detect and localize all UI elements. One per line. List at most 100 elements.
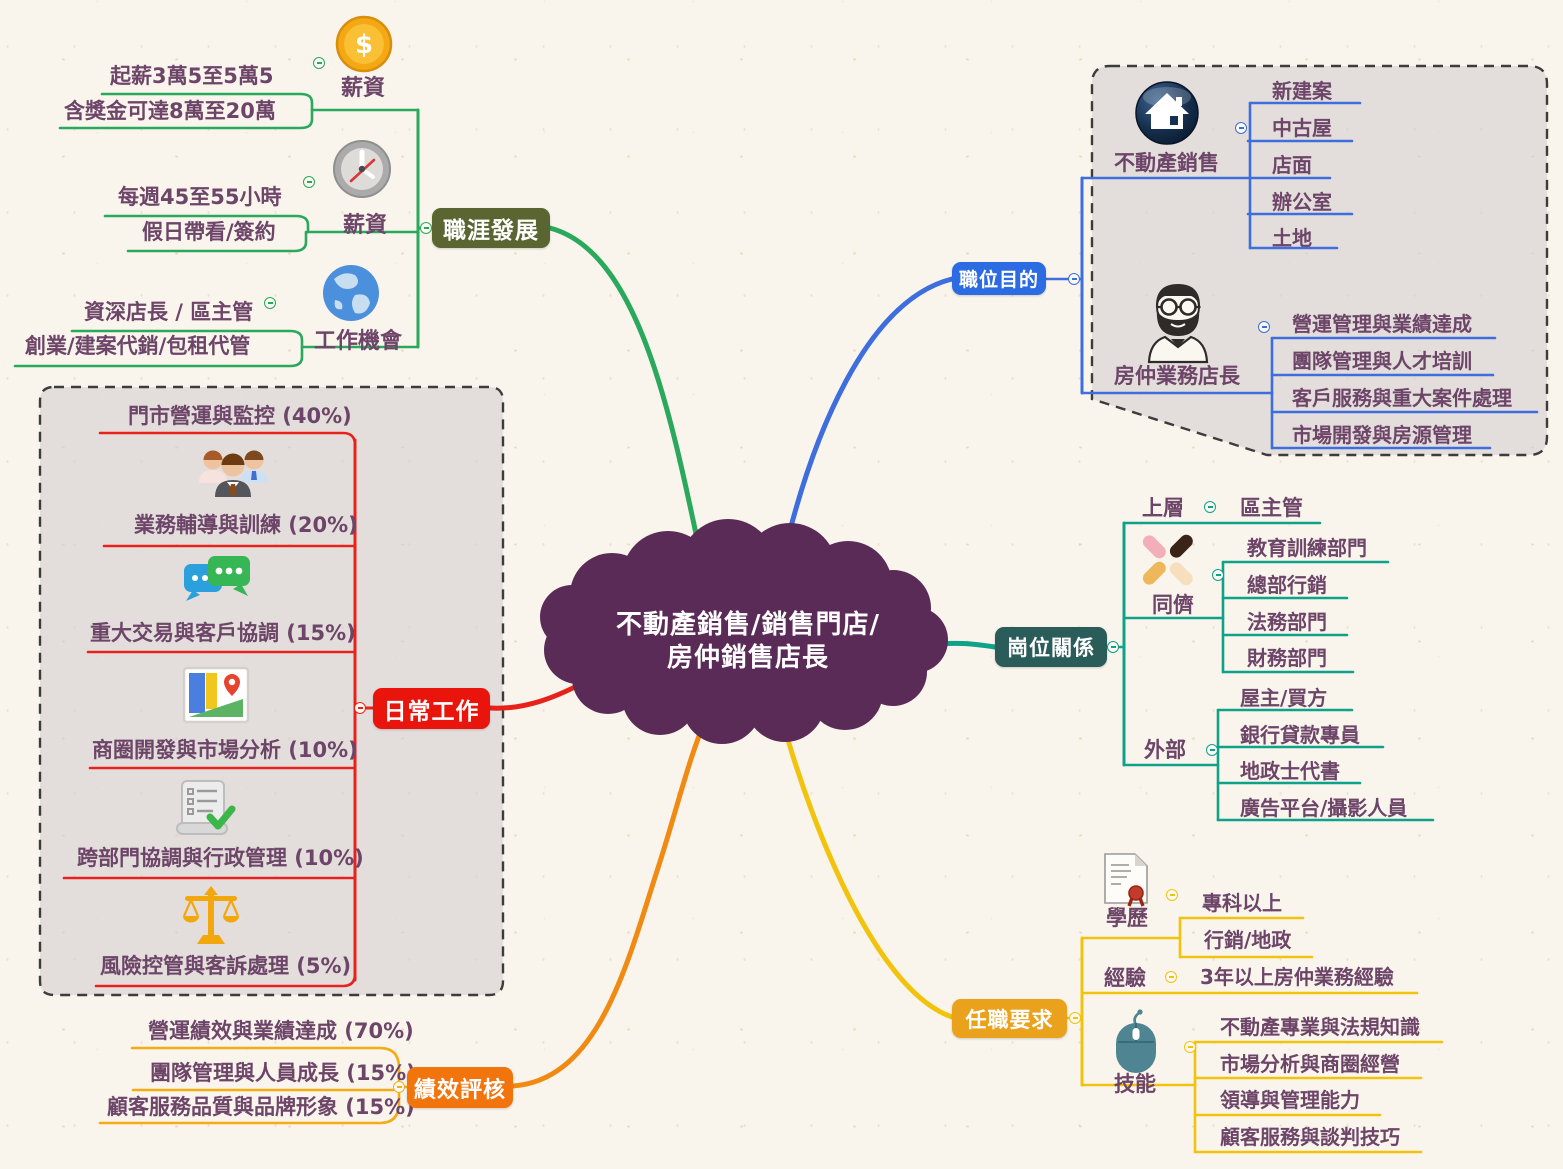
purpose-manager-item[interactable]: 市場開發與房源管理 xyxy=(1292,423,1472,447)
requirements-education-item[interactable]: 行銷/地政 xyxy=(1204,928,1292,952)
team-icon[interactable] xyxy=(199,450,268,498)
real-estate-house-icon[interactable] xyxy=(1135,81,1199,145)
requirements-education-item[interactable]: 專科以上 xyxy=(1202,891,1282,915)
central-topic-line1[interactable]: 不動產銷售/銷售門店/ xyxy=(616,610,880,640)
daily-item[interactable]: 風險控管與客訴處理 (5%) xyxy=(100,954,352,978)
career-main-curve xyxy=(547,225,706,570)
career-salary-item[interactable]: 起薪3萬5至5萬5 xyxy=(110,64,274,88)
collapse-icon[interactable] xyxy=(1235,122,1247,134)
daily-item[interactable]: 門市營運與監控 (40%) xyxy=(128,404,352,428)
daily-item[interactable]: 商圈開發與市場分析 (10%) xyxy=(92,738,358,762)
relations-external-item[interactable]: 廣告平台/攝影人員 xyxy=(1240,796,1408,820)
requirements-main-curve xyxy=(775,702,955,1020)
certificate-icon[interactable] xyxy=(1104,853,1148,907)
relations-external-item[interactable]: 銀行貸款專員 xyxy=(1240,723,1360,747)
collapse-icon[interactable] xyxy=(1212,569,1224,581)
purpose-sales-label[interactable]: 不動產銷售 xyxy=(1114,151,1219,175)
requirements-skills-item[interactable]: 顧客服務與談判技巧 xyxy=(1220,1125,1400,1149)
collapse-icon[interactable] xyxy=(393,1081,405,1093)
joined-hands-icon[interactable] xyxy=(1140,532,1195,588)
branch-node-relations[interactable]: 崗位關係 xyxy=(995,627,1107,667)
collapse-icon[interactable] xyxy=(264,297,276,309)
requirements-experience-item[interactable]: 3年以上房仲業務經驗 xyxy=(1200,965,1394,989)
branch-node-career[interactable]: 職涯發展 xyxy=(432,208,550,248)
requirements-skills-label[interactable]: 技能 xyxy=(1114,1072,1156,1096)
branch-node-purpose[interactable]: 職位目的 xyxy=(952,262,1046,295)
collapse-icon[interactable] xyxy=(354,702,366,714)
daily-item[interactable]: 重大交易與客戶協調 (15%) xyxy=(90,621,356,645)
career-hours-item[interactable]: 假日帶看/簽約 xyxy=(142,220,276,244)
requirements-skills-item[interactable]: 市場分析與商圈經營 xyxy=(1220,1052,1400,1076)
collapse-icon[interactable] xyxy=(1258,321,1270,333)
relations-external-item[interactable]: 地政士代書 xyxy=(1240,759,1340,783)
collapse-icon[interactable] xyxy=(1068,273,1080,285)
branch-node-requirements[interactable]: 任職要求 xyxy=(952,999,1067,1038)
checklist-scroll-icon[interactable] xyxy=(176,780,236,835)
relations-peers-item[interactable]: 總部行銷 xyxy=(1247,573,1327,597)
purpose-branch-lines xyxy=(1044,101,1539,450)
relations-peers-label[interactable]: 同儕 xyxy=(1152,593,1194,617)
purpose-sales-item[interactable]: 新建案 xyxy=(1272,79,1332,103)
performance-item[interactable]: 團隊管理與人員成長 (15%) xyxy=(150,1061,416,1085)
requirements-skills-item[interactable]: 領導與管理能力 xyxy=(1220,1088,1360,1112)
scales-icon[interactable] xyxy=(182,886,240,944)
career-opportunity-item[interactable]: 資深店長 / 區主管 xyxy=(84,300,254,324)
performance-item[interactable]: 顧客服務品質與品牌形象 (15%) xyxy=(107,1095,415,1119)
career-hours-item[interactable]: 每週45至55小時 xyxy=(118,185,282,209)
chat-bubbles-icon[interactable] xyxy=(184,556,250,601)
relations-peers-item[interactable]: 教育訓練部門 xyxy=(1247,536,1367,560)
purpose-manager-item[interactable]: 營運管理與業績達成 xyxy=(1292,312,1472,336)
purpose-manager-item[interactable]: 團隊管理與人才培訓 xyxy=(1292,349,1472,373)
purpose-manager-label[interactable]: 房仲業務店長 xyxy=(1114,364,1240,388)
salary-coin-icon[interactable]: $ xyxy=(335,15,393,73)
purpose-sales-item[interactable]: 土地 xyxy=(1272,226,1312,250)
central-topic-line2[interactable]: 房仲銷售店長 xyxy=(666,643,829,673)
collapse-icon[interactable] xyxy=(1107,641,1119,653)
store-manager-avatar-icon[interactable] xyxy=(1147,284,1209,364)
purpose-sales-item[interactable]: 辦公室 xyxy=(1272,190,1332,214)
career-opportunity-item[interactable]: 創業/建案代銷/包租代管 xyxy=(25,334,251,358)
career-salary-label[interactable]: 薪資 xyxy=(341,76,386,101)
relations-upper-item[interactable]: 區主管 xyxy=(1240,496,1303,520)
requirements-experience-label[interactable]: 經驗 xyxy=(1104,966,1146,990)
work-hours-clock-icon[interactable] xyxy=(333,140,391,198)
relations-external-item[interactable]: 屋主/買方 xyxy=(1240,686,1328,710)
relations-peers-item[interactable]: 財務部門 xyxy=(1247,646,1327,670)
daily-branch-lines xyxy=(62,431,375,988)
purpose-sales-item[interactable]: 店面 xyxy=(1272,153,1312,177)
relations-peers-item[interactable]: 法務部門 xyxy=(1247,610,1327,634)
performance-item[interactable]: 營運績效與業績達成 (70%) xyxy=(148,1019,414,1043)
collapse-icon[interactable] xyxy=(1165,971,1177,983)
collapse-icon[interactable] xyxy=(1206,744,1218,756)
purpose-manager-item[interactable]: 客戶服務與重大案件處理 xyxy=(1292,386,1512,410)
collapse-icon[interactable] xyxy=(1166,889,1178,901)
career-opportunity-label[interactable]: 工作機會 xyxy=(314,329,403,354)
mouse-icon[interactable] xyxy=(1116,1009,1156,1073)
branch-node-performance[interactable]: 績效評核 xyxy=(407,1067,513,1108)
collapse-icon[interactable] xyxy=(1069,1012,1081,1024)
opportunity-globe-icon[interactable] xyxy=(323,265,379,321)
collapse-icon[interactable] xyxy=(313,57,325,69)
career-branch-lines xyxy=(13,92,434,368)
purpose-main-curve xyxy=(779,276,955,566)
career-hours-label[interactable]: 薪資 xyxy=(343,213,388,238)
collapse-icon[interactable] xyxy=(303,176,315,188)
daily-item[interactable]: 業務輔導與訓練 (20%) xyxy=(134,513,358,537)
purpose-sales-item[interactable]: 中古屋 xyxy=(1272,116,1332,140)
requirements-skills-item[interactable]: 不動產專業與法規知識 xyxy=(1220,1015,1420,1039)
branch-node-daily[interactable]: 日常工作 xyxy=(373,688,490,729)
requirements-branch-lines xyxy=(1065,916,1444,1154)
collapse-icon[interactable] xyxy=(1204,501,1216,513)
daily-work-boundary xyxy=(38,385,505,997)
map-icon[interactable] xyxy=(182,666,250,724)
collapse-icon[interactable] xyxy=(420,222,432,234)
relations-branch-lines xyxy=(1105,521,1435,822)
central-topic-cloud[interactable] xyxy=(540,519,948,744)
career-salary-item[interactable]: 含獎金可達8萬至20萬 xyxy=(64,99,276,123)
collapse-icon[interactable] xyxy=(1184,1041,1196,1053)
requirements-education-label[interactable]: 學歷 xyxy=(1106,906,1148,930)
relations-external-label[interactable]: 外部 xyxy=(1144,738,1186,762)
daily-item[interactable]: 跨部門協調與行政管理 (10%) xyxy=(77,846,364,870)
relations-upper-label[interactable]: 上層 xyxy=(1142,496,1184,520)
